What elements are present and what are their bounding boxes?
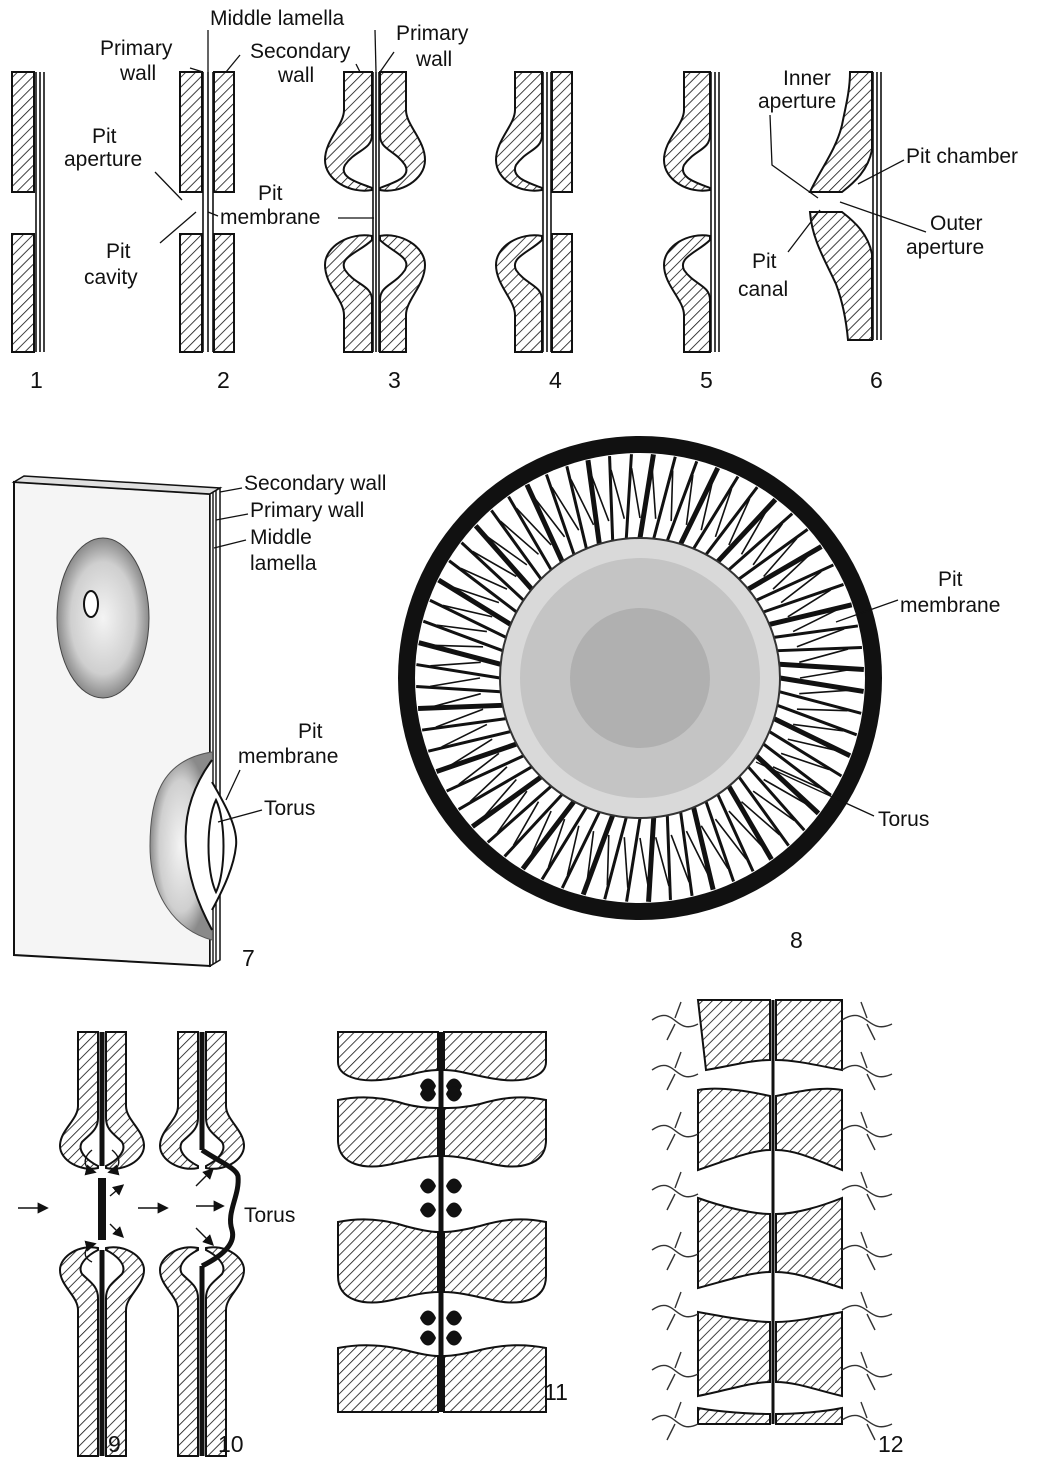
- branched-canal: [652, 1292, 698, 1330]
- label-pit-canal-1: Pit: [752, 250, 777, 273]
- branched-canal: [652, 1402, 698, 1440]
- branched-canal: [652, 1112, 698, 1150]
- figure-5: [664, 72, 719, 352]
- figure-11: [338, 1032, 546, 1412]
- label-pit-aperture-1: Pit: [92, 125, 117, 148]
- label-secondary-wall-top-2: wall: [277, 64, 314, 87]
- label-pit-membrane-top-2: membrane: [220, 206, 320, 229]
- figure-7: [14, 476, 236, 966]
- label-outer-aperture-1: Outer: [930, 212, 983, 235]
- label-inner-aperture-1: Inner: [783, 67, 831, 90]
- label-middle-lamella-top: Middle lamella: [210, 7, 345, 30]
- pit-border-fringe: [446, 1179, 462, 1194]
- label-inner-aperture-2: aperture: [758, 90, 836, 113]
- label-pit-canal-2: canal: [738, 278, 788, 301]
- figure-number-3: 3: [388, 367, 401, 393]
- label-primary-wall-left: Primary: [100, 37, 173, 60]
- figure-4: [496, 72, 572, 352]
- label-primary-wall-right-2: wall: [415, 48, 452, 71]
- label-torus-10: Torus: [244, 1204, 295, 1227]
- label-pit-cavity-2: cavity: [84, 266, 138, 289]
- figure-number-6: 6: [870, 367, 883, 393]
- branched-canal: [842, 1002, 892, 1040]
- label-primary-wall-7: Primary wall: [250, 499, 364, 522]
- branched-canal: [652, 1232, 698, 1270]
- figure-number-12: 12: [878, 1431, 904, 1457]
- branched-canal: [652, 1002, 698, 1040]
- branched-canal: [842, 1292, 892, 1330]
- label-pit-membrane-8-2: membrane: [900, 594, 1000, 617]
- pit-border-fringe: [420, 1331, 436, 1346]
- figure-1: [12, 72, 44, 352]
- label-pit-aperture-2: aperture: [64, 148, 142, 171]
- figure-number-5: 5: [700, 367, 713, 393]
- label-pit-membrane-7-2: membrane: [238, 745, 338, 768]
- pit-border-fringe: [446, 1203, 462, 1218]
- figure-number-11: 11: [544, 1379, 568, 1405]
- branched-canal: [842, 1052, 892, 1090]
- label-pit-chamber: Pit chamber: [906, 145, 1018, 168]
- label-torus-7: Torus: [264, 797, 315, 820]
- figure-number-1: 1: [30, 367, 43, 393]
- branched-canal: [652, 1172, 698, 1210]
- label-torus-8: Torus: [878, 808, 929, 831]
- pit-border-fringe: [446, 1331, 462, 1346]
- figure-number-2: 2: [217, 367, 230, 393]
- pit-border-fringe: [420, 1179, 436, 1194]
- branched-canal: [652, 1352, 698, 1390]
- branched-canal: [842, 1352, 892, 1390]
- branched-canal: [842, 1232, 892, 1270]
- figure-10: [138, 1032, 244, 1456]
- figure-number-7: 7: [242, 945, 255, 971]
- figure-10-labels: Torus: [244, 1204, 295, 1227]
- label-primary-wall-left-2: wall: [119, 62, 156, 85]
- pit-border-fringe: [420, 1311, 436, 1326]
- label-pit-membrane-7-1: Pit: [298, 720, 323, 743]
- figure-7-labels: Secondary wall Primary wall Middle lamel…: [214, 472, 386, 822]
- label-pit-cavity-1: Pit: [106, 240, 131, 263]
- figure-number-9: 9: [108, 1431, 121, 1457]
- label-pit-membrane-top-1: Pit: [258, 182, 283, 205]
- row-1-labels: Primary wall Middle lamella Secondary wa…: [64, 7, 1018, 301]
- label-middle-lamella-7-1: Middle: [250, 526, 312, 549]
- figure-number-10: 10: [218, 1431, 244, 1457]
- label-pit-membrane-8-1: Pit: [938, 568, 963, 591]
- pit-border-fringe: [420, 1203, 436, 1218]
- branched-canal: [652, 1052, 698, 1090]
- figure-12: [652, 1000, 892, 1440]
- figure-8: [398, 436, 882, 920]
- pit-border-fringe: [446, 1311, 462, 1326]
- label-primary-wall-right-1: Primary: [396, 22, 469, 45]
- figure-3: [325, 72, 425, 352]
- branched-canal: [842, 1112, 892, 1150]
- label-middle-lamella-7-2: lamella: [250, 552, 317, 575]
- label-secondary-wall-top-1: Secondary: [250, 40, 351, 63]
- label-secondary-wall-7: Secondary wall: [244, 472, 386, 495]
- figure-9: [18, 1032, 144, 1456]
- margo-strand: [418, 705, 503, 708]
- label-outer-aperture-2: aperture: [906, 236, 984, 259]
- figure-number-4: 4: [549, 367, 562, 393]
- figure-number-8: 8: [790, 927, 803, 953]
- branched-canal: [842, 1172, 892, 1210]
